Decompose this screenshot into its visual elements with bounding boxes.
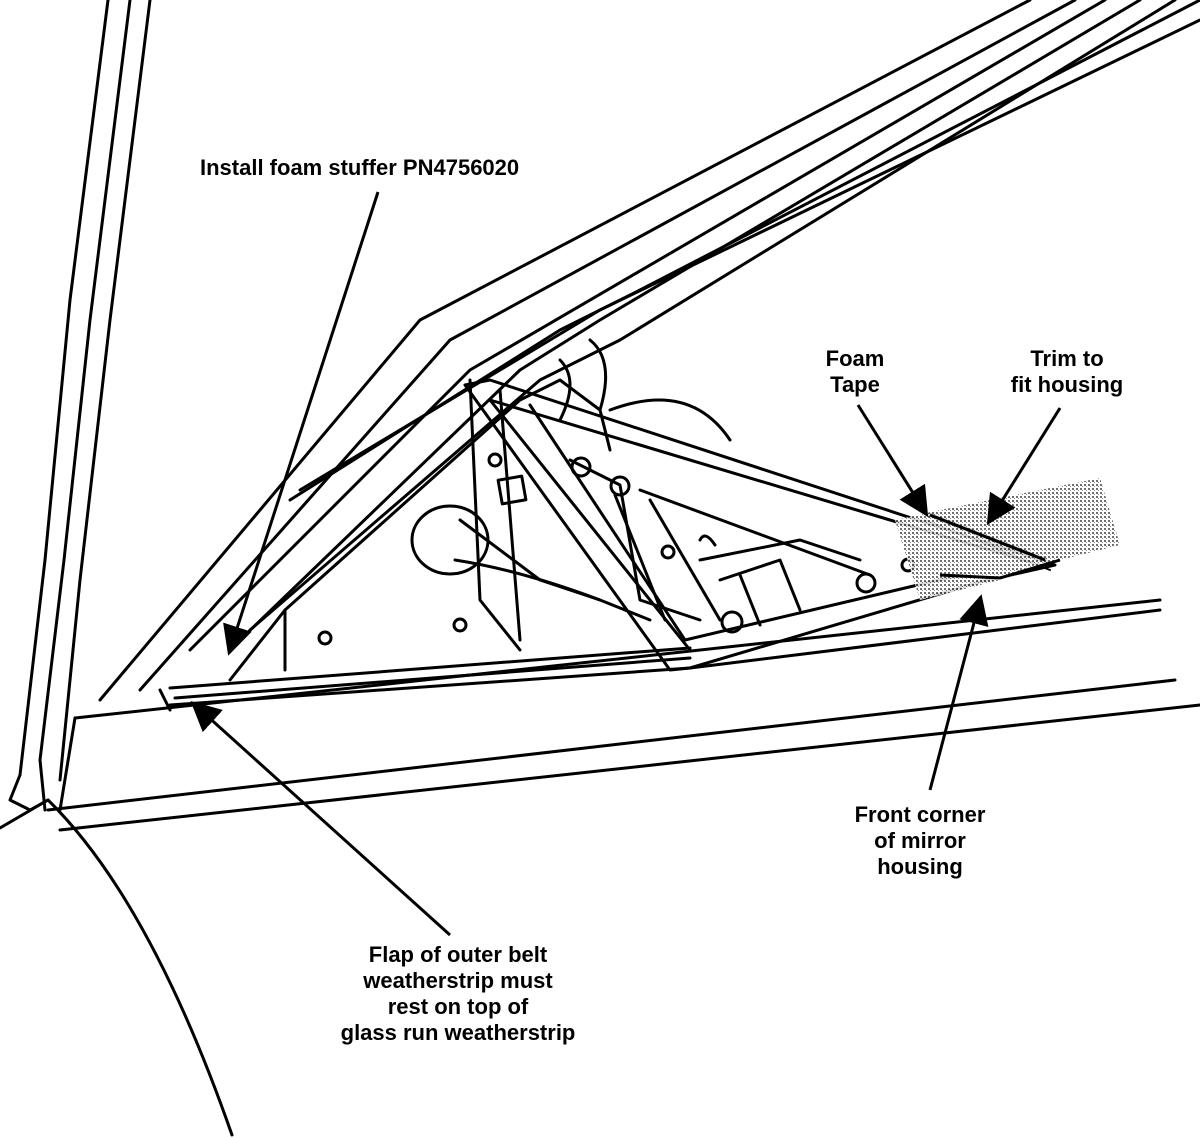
callout-line: fit housing [1010, 372, 1124, 397]
callout-line: housing [877, 854, 963, 879]
b-pillar [8, 0, 152, 812]
trim-to-fit-callout: Trim to fit housing [992, 346, 1142, 398]
window-frame [98, 0, 1200, 702]
callout-line: Foam [825, 346, 885, 371]
callout-line: Trim to [1030, 346, 1104, 371]
flap-leader [190, 700, 452, 937]
foam-tape-leader [856, 404, 929, 518]
mirror-housing-stipple [895, 478, 1120, 600]
callout-line: Install foam stuffer PN4756020 [200, 155, 520, 180]
foam-stuffer-callout: Install foam stuffer PN4756020 [200, 155, 519, 181]
callout-line: Tape [830, 372, 880, 397]
inner-door-panel [228, 378, 732, 682]
flap-callout: Flap of outer belt weatherstrip must res… [318, 942, 598, 1046]
foam-tape-callout: Foam Tape [810, 346, 900, 398]
door-lower-curve [0, 798, 234, 1137]
foam-stuffer-leader [223, 191, 380, 656]
callout-line: Flap of outer belt [368, 942, 548, 967]
callout-line: glass run weatherstrip [340, 1020, 576, 1045]
front-corner-callout: Front corner of mirror housing [835, 802, 1005, 880]
callout-line: Front corner [854, 802, 986, 827]
callout-line: weatherstrip must [363, 968, 553, 993]
front-corner-leader [928, 594, 989, 791]
belt-weatherstrip [46, 598, 1200, 832]
callout-line: of mirror [874, 828, 966, 853]
trim-to-fit-leader [986, 407, 1062, 526]
callout-line: rest on top of [387, 994, 529, 1019]
